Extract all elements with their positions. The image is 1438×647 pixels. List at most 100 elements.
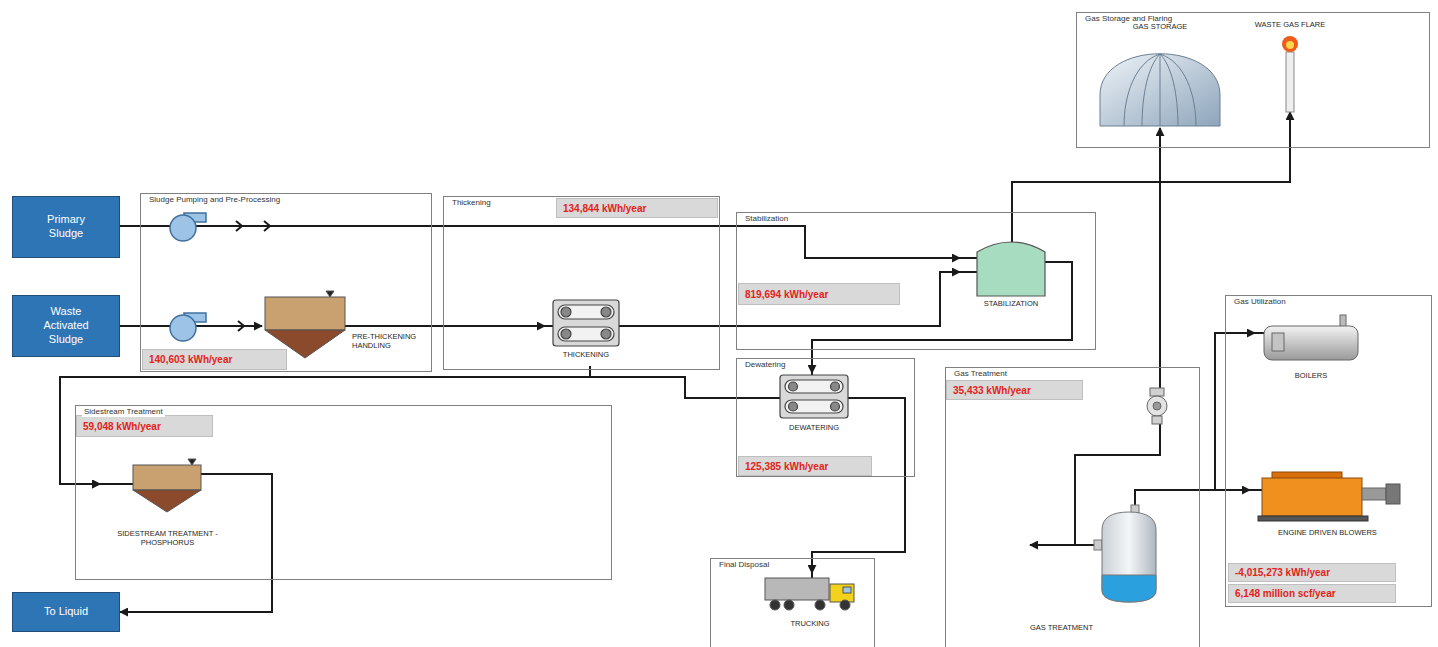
belt-press [601, 307, 611, 317]
flare-stack [1282, 36, 1298, 112]
flow-chevron [236, 221, 242, 231]
process-group: Gas UtilizationBOILERSENGINE DRIVEN BLOW… [1225, 295, 1432, 607]
engine-blower-symbol [1362, 488, 1386, 500]
source-box: To Liquid [12, 592, 120, 632]
belt-press [831, 402, 840, 411]
energy-value: 140,603 kWh/year [149, 354, 232, 365]
clarifier-tank [133, 291, 345, 512]
energy-value: 6,148 million scf/year [1235, 588, 1336, 599]
gas-compressor [1152, 416, 1162, 424]
pump-symbol [170, 213, 206, 341]
process-group: Final DisposalTRUCKING [710, 558, 875, 647]
equipment-node: SIDESTREAM TREATMENT - PHOSPHORUS [100, 463, 235, 563]
gas-compressor [1147, 388, 1167, 424]
equipment-label: WASTE GAS FLARE [1240, 20, 1340, 29]
belt-press [785, 380, 843, 393]
flare-stack [1286, 52, 1294, 112]
equipment-node: GAS STORAGE [1095, 22, 1225, 128]
energy-value: 819,694 kWh/year [745, 289, 828, 300]
digester-tank [977, 242, 1045, 296]
process-group: Thickening134,844 kWh/yearTHICKENING [443, 196, 720, 370]
gas-storage-dome [1142, 54, 1160, 126]
belt-press [780, 375, 848, 418]
flow-connector [1135, 333, 1255, 503]
group-heading: Stabilization [743, 214, 790, 224]
source-box: Waste Activated Sludge [12, 295, 120, 357]
energy-value-box: -4,015,273 kWh/year [1228, 563, 1396, 582]
clarifier-tank [133, 465, 201, 490]
pump-symbol [170, 315, 196, 341]
pipe-stub [960, 257, 977, 259]
gas-treatment-vessel [1102, 512, 1156, 602]
belt-press [561, 307, 571, 317]
equipment-label: THICKENING [545, 350, 627, 359]
pipe-stub [1250, 489, 1262, 491]
belt-press [558, 305, 614, 319]
energy-value-box: 125,385 kWh/year [738, 456, 872, 476]
energy-value: 134,844 kWh/year [563, 203, 646, 214]
equipment-node: BOILERS [1255, 315, 1367, 389]
belt-press [785, 400, 843, 413]
pump-symbol [170, 215, 196, 241]
group-heading: Sludge Pumping and Pre-Processing [147, 195, 282, 205]
digester-tank [977, 242, 1045, 296]
belt-press [558, 327, 614, 341]
engine-blower-symbol [1386, 484, 1400, 504]
energy-value-box: 140,603 kWh/year [142, 349, 287, 370]
pipe-stub [201, 473, 235, 475]
gas-treatment-vessel [1094, 505, 1156, 602]
flare-stack [1286, 41, 1294, 49]
energy-value-box: 6,148 million scf/year [1228, 584, 1396, 603]
source-label: To Liquid [33, 605, 99, 619]
process-group: DewateringDEWATERING 125,385 kWh/year [736, 358, 915, 477]
belt-press [561, 329, 571, 339]
belt-press [553, 300, 848, 418]
pipe-stub [100, 483, 133, 485]
flow-connector [627, 272, 960, 326]
equipment-node: WASTE GAS FLARE [1240, 20, 1340, 112]
gas-storage-dome [1160, 54, 1178, 126]
process-group: Gas Treatment35,433 kWh/yearGAS TREATMEN… [945, 367, 1200, 647]
truck-symbol [843, 587, 851, 593]
engine-blower-symbol [1258, 472, 1400, 521]
belt-press [789, 382, 798, 391]
gas-storage-dome [1100, 54, 1220, 126]
energy-value-box: 134,844 kWh/year [556, 198, 718, 218]
equipment-label: STABILIZATION [960, 299, 1062, 308]
clarifier-tank [265, 297, 345, 330]
source-label: Primary Sludge [33, 213, 99, 241]
gas-storage-dome [1160, 54, 1161, 126]
engine-blower-symbol [1258, 516, 1368, 521]
engine-blower-symbol [1262, 478, 1362, 516]
belt-press [601, 329, 611, 339]
group-heading: Dewatering [743, 360, 787, 370]
pipe-stub [619, 325, 627, 327]
pipe-stub [1255, 332, 1264, 334]
group-heading: Gas Utilization [1232, 297, 1288, 307]
belt-press [831, 382, 840, 391]
flow-connector [1030, 128, 1160, 545]
flow-chevron [264, 221, 270, 231]
truck-symbol [765, 578, 829, 600]
energy-value: 35,433 kWh/year [953, 385, 1031, 396]
group-heading: Final Disposal [717, 560, 771, 570]
boiler-symbol [1264, 326, 1358, 360]
boiler-symbol [1340, 315, 1346, 327]
group-heading: Gas Treatment [952, 369, 1009, 379]
equipment-node: DEWATERING [770, 373, 858, 440]
truck-symbol [815, 600, 825, 610]
belt-press [789, 402, 798, 411]
truck-symbol [784, 600, 794, 610]
energy-value-box: 35,433 kWh/year [946, 380, 1083, 400]
truck-symbol [770, 600, 780, 610]
equipment-label: TRUCKING [760, 619, 860, 628]
equipment-label: SIDESTREAM TREATMENT - PHOSPHORUS [100, 529, 235, 547]
equipment-label: DEWATERING [770, 423, 858, 432]
energy-value: 59,048 kWh/year [83, 421, 161, 432]
pipe-stub [345, 325, 422, 327]
energy-value-box: 59,048 kWh/year [76, 415, 213, 437]
boiler-symbol [1264, 315, 1358, 360]
